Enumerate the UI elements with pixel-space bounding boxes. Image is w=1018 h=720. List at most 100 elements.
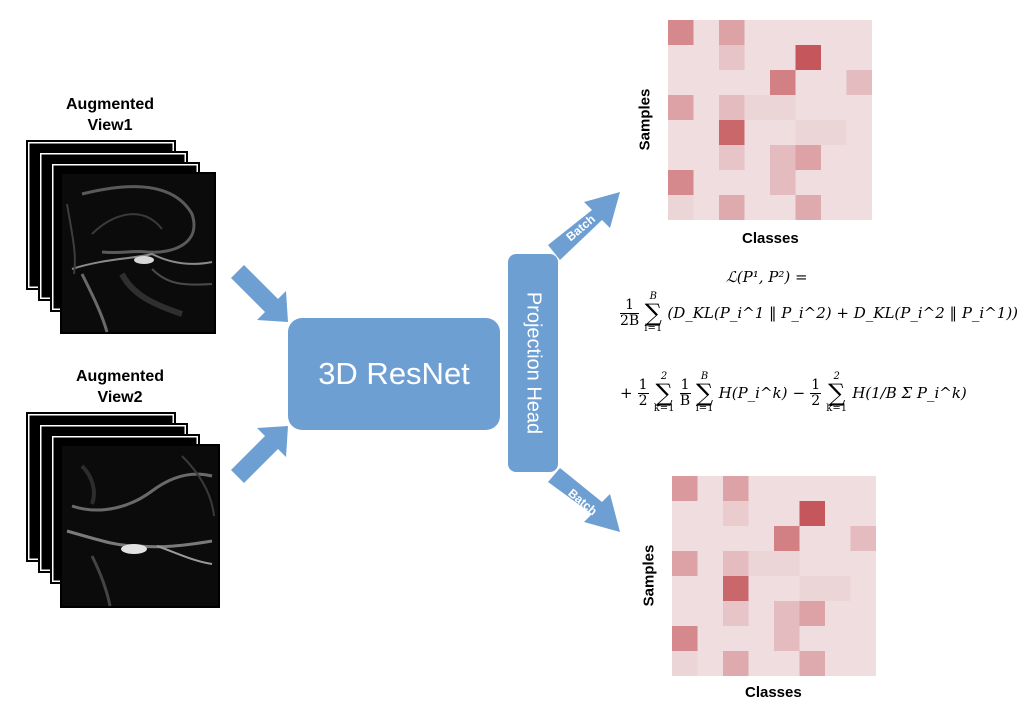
projection-head-block: Projection Head [508, 254, 558, 472]
heatmap-0-cell-r1-c4 [770, 45, 796, 70]
heatmap-0-cell-r4-c6 [821, 120, 847, 145]
heatmap-0-cell-r2-c0 [668, 70, 694, 95]
heatmap-1-cell-r3-c7 [850, 551, 876, 576]
heatmap-1-cell-r5-c2 [723, 601, 749, 626]
heatmap-1-cell-r0-c1 [697, 476, 723, 501]
heatmap-0-cell-r5-c7 [846, 145, 872, 170]
projection-head-label: Projection Head [522, 291, 545, 435]
heatmap-1-cell-r5-c3 [748, 601, 774, 626]
heatmap-1-cell-r3-c5 [799, 551, 825, 576]
heatmap-1-cell-r2-c4 [774, 526, 800, 551]
heatmap-1-cell-r4-c6 [825, 576, 851, 601]
heatmap-1-cell-r1-c1 [697, 501, 723, 526]
heatmap-0-cell-r7-c5 [795, 195, 821, 220]
view1-label: Augmented View1 [66, 96, 154, 134]
heatmap-0-cell-r6-c5 [795, 170, 821, 195]
arrow-batch-top [548, 192, 620, 260]
heatmap-1-cell-r5-c0 [672, 601, 698, 626]
heatmap-0-cell-r0-c3 [744, 20, 770, 45]
heatmap-1-cell-r5-c1 [697, 601, 723, 626]
heatmap-1-cell-r4-c0 [672, 576, 698, 601]
heatmap-0-cell-r3-c3 [744, 95, 770, 120]
heatmap-1-cell-r2-c1 [697, 526, 723, 551]
heatmap-1-cell-r3-c2 [723, 551, 749, 576]
heatmap-1-cell-r5-c5 [799, 601, 825, 626]
formula-plus: + [620, 384, 633, 402]
heatmap-1-cell-r1-c2 [723, 501, 749, 526]
resnet-block: 3D ResNet [288, 318, 500, 430]
heatmap-top-ylabel: Samples [636, 88, 654, 151]
heatmap-0-cell-r3-c0 [668, 95, 694, 120]
heatmap-1-cell-r5-c6 [825, 601, 851, 626]
heatmap-1-cell-r2-c5 [799, 526, 825, 551]
heatmap-1-cell-r7-c6 [825, 651, 851, 676]
view2-label: Augmented View2 [76, 368, 164, 406]
heatmap-0-cell-r5-c4 [770, 145, 796, 170]
heatmap-0-cell-r7-c0 [668, 195, 694, 220]
heatmap-0-cell-r2-c4 [770, 70, 796, 95]
heatmap-top [668, 20, 872, 220]
heatmap-1-cell-r2-c3 [748, 526, 774, 551]
diagram-canvas: Augmented View1 Augmented View2 [26, 20, 1018, 701]
heatmap-0-cell-r7-c3 [744, 195, 770, 220]
heatmap-0-cell-r4-c2 [719, 120, 745, 145]
heatmap-0-cell-r7-c6 [821, 195, 847, 220]
heatmap-0-cell-r0-c0 [668, 20, 694, 45]
heatmap-1-cell-r2-c6 [825, 526, 851, 551]
heatmap-0-cell-r0-c1 [693, 20, 719, 45]
heatmap-0-cell-r6-c4 [770, 170, 796, 195]
formula-sumi2-upper: B [700, 371, 709, 382]
heatmap-0-cell-r3-c2 [719, 95, 745, 120]
heatmap-0-cell-r0-c6 [821, 20, 847, 45]
formula-half2-den: 2 [811, 392, 821, 409]
heatmap-0-cell-r2-c7 [846, 70, 872, 95]
heatmap-1-cell-r3-c4 [774, 551, 800, 576]
arrows-layer [231, 192, 620, 532]
heatmap-0-cell-r2-c2 [719, 70, 745, 95]
formula-frac1-num: 1 [620, 297, 640, 314]
heatmap-0-cell-r6-c2 [719, 170, 745, 195]
heatmap-1-cell-r3-c6 [825, 551, 851, 576]
heatmap-top-xlabel: Classes [742, 230, 799, 247]
heatmap-1-cell-r2-c7 [850, 526, 876, 551]
heatmap-0-cell-r6-c3 [744, 170, 770, 195]
formula-invb-den: B [679, 392, 691, 409]
heatmap-1-cell-r4-c7 [850, 576, 876, 601]
heatmap-0-cell-r1-c1 [693, 45, 719, 70]
heatmap-1-cell-r7-c5 [799, 651, 825, 676]
heatmap-0-cell-r2-c3 [744, 70, 770, 95]
heatmap-bottom-ylabel: Samples [640, 544, 658, 607]
heatmap-0-cell-r4-c5 [795, 120, 821, 145]
formula-frac1-den: 2B [620, 312, 640, 329]
heatmap-1-cell-r4-c5 [799, 576, 825, 601]
heatmap-0-cell-r0-c4 [770, 20, 796, 45]
heatmap-0-cell-r3-c4 [770, 95, 796, 120]
formula-invb-num: 1 [679, 376, 691, 394]
heatmap-0-cell-r1-c0 [668, 45, 694, 70]
heatmap-1-cell-r1-c7 [850, 501, 876, 526]
heatmap-0-cell-r2-c6 [821, 70, 847, 95]
formula-half-den: 2 [638, 392, 648, 409]
heatmap-0-cell-r0-c5 [795, 20, 821, 45]
heatmap-1-cell-r6-c7 [850, 626, 876, 651]
heatmap-1-cell-r1-c4 [774, 501, 800, 526]
heatmap-1-cell-r7-c3 [748, 651, 774, 676]
formula-sumk-upper: 2 [660, 371, 668, 382]
heatmap-0-cell-r6-c0 [668, 170, 694, 195]
heatmap-0-cell-r3-c6 [821, 95, 847, 120]
heatmap-1-cell-r1-c0 [672, 501, 698, 526]
heatmap-1-cell-r1-c3 [748, 501, 774, 526]
heatmap-0-cell-r6-c1 [693, 170, 719, 195]
heatmap-1-cell-r6-c3 [748, 626, 774, 651]
heatmap-1-cell-r4-c4 [774, 576, 800, 601]
view1-mri-image [60, 172, 216, 334]
view2-mri-image [60, 444, 220, 608]
heatmap-0-cell-r4-c4 [770, 120, 796, 145]
heatmap-1-cell-r4-c3 [748, 576, 774, 601]
heatmap-1-cell-r0-c4 [774, 476, 800, 501]
heatmap-1-cell-r6-c5 [799, 626, 825, 651]
heatmap-0-cell-r1-c6 [821, 45, 847, 70]
